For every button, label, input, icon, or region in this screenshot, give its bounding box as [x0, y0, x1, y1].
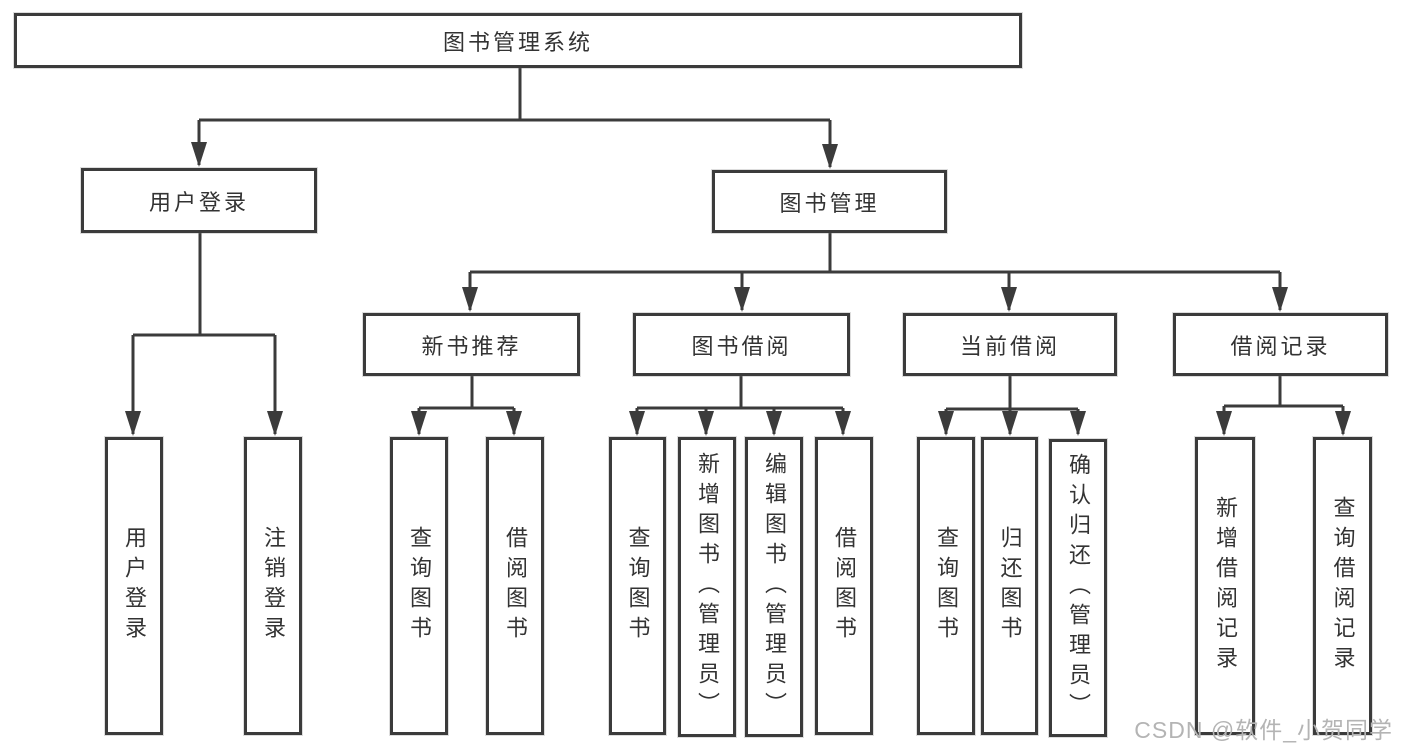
node-new-book-recommend-label: 新书推荐: [421, 333, 522, 359]
node-book-management-label: 图书管理: [779, 190, 880, 216]
connector-bookborrow-to-leaves: [635, 376, 845, 434]
leaf-current-search-label: 查询图书: [934, 526, 959, 646]
leaf-newbook-search: 查询图书: [390, 437, 448, 735]
node-root-label: 图书管理系统: [442, 29, 593, 55]
arrowheads: [125, 142, 1351, 436]
leaf-logout-label: 注销登录: [261, 526, 286, 646]
node-book-management: 图书管理: [712, 170, 947, 233]
leaf-user-login-label: 用户登录: [122, 526, 147, 646]
leaf-borrow-search: 查询图书: [609, 437, 666, 735]
node-new-book-recommend: 新书推荐: [363, 313, 580, 376]
leaf-current-return-label: 归还图书: [997, 526, 1023, 646]
connector-userlogin-to-leaves: [131, 233, 277, 434]
node-book-borrow: 图书借阅: [633, 313, 850, 376]
leaf-current-search: 查询图书: [917, 437, 975, 735]
leaf-records-add: 新增借阅记录: [1195, 437, 1255, 735]
leaf-newbook-borrow: 借阅图书: [486, 437, 544, 735]
leaf-records-search-label: 查询借阅记录: [1330, 496, 1356, 676]
leaf-records-add-label: 新增借阅记录: [1213, 496, 1238, 676]
node-user-login-label: 用户登录: [148, 189, 249, 215]
node-book-borrow-label: 图书借阅: [691, 333, 792, 359]
leaf-borrow-borrow-book: 借阅图书: [815, 437, 873, 735]
leaf-borrow-add-book: 新增图书（管理员）: [678, 437, 736, 737]
node-borrow-records-label: 借阅记录: [1230, 333, 1331, 359]
connector-newbook-to-leaves: [417, 376, 516, 434]
node-borrow-records: 借阅记录: [1173, 313, 1388, 376]
leaf-borrow-borrow-book-label: 借阅图书: [832, 526, 857, 646]
connector-root-to-level2: [197, 68, 832, 167]
leaf-newbook-borrow-label: 借阅图书: [503, 526, 528, 646]
leaf-borrow-edit-book: 编辑图书（管理员）: [745, 437, 803, 737]
leaf-borrow-add-book-label: 新增图书（管理员）: [695, 452, 720, 722]
node-current-borrow-label: 当前借阅: [959, 333, 1060, 359]
leaf-current-confirm-return: 确认归还（管理员）: [1049, 439, 1107, 737]
leaf-logout: 注销登录: [244, 437, 302, 735]
node-current-borrow: 当前借阅: [903, 313, 1117, 376]
leaf-borrow-edit-book-label: 编辑图书（管理员）: [762, 452, 787, 722]
leaf-current-confirm-return-label: 确认归还（管理员）: [1066, 453, 1091, 723]
leaf-borrow-search-label: 查询图书: [625, 526, 651, 646]
leaf-records-search: 查询借阅记录: [1313, 437, 1372, 735]
csdn-watermark: CSDN @软件_小贺同学: [1134, 717, 1393, 743]
node-user-login: 用户登录: [81, 168, 317, 233]
leaf-current-return: 归还图书: [981, 437, 1038, 735]
leaf-user-login: 用户登录: [105, 437, 163, 735]
node-root: 图书管理系统: [14, 13, 1022, 68]
connector-records-to-leaves: [1222, 376, 1345, 434]
leaf-newbook-search-label: 查询图书: [407, 526, 432, 646]
connector-bookmgmt-to-level3: [468, 233, 1282, 310]
